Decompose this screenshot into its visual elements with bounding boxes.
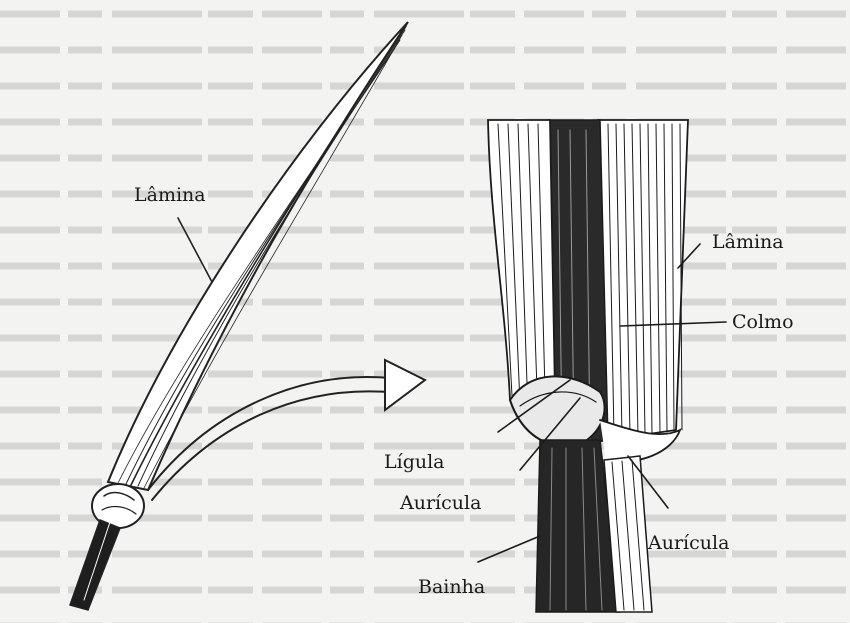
label-lamina-stem: Lâmina [712, 233, 784, 252]
label-auricula-right: Aurícula [648, 534, 729, 553]
label-bainha: Bainha [418, 578, 485, 597]
label-auricula-left: Aurícula [400, 494, 481, 513]
label-colmo: Colmo [732, 313, 794, 332]
label-lamina-leaf: Lâmina [134, 186, 206, 205]
label-ligula: Lígula [384, 453, 445, 472]
